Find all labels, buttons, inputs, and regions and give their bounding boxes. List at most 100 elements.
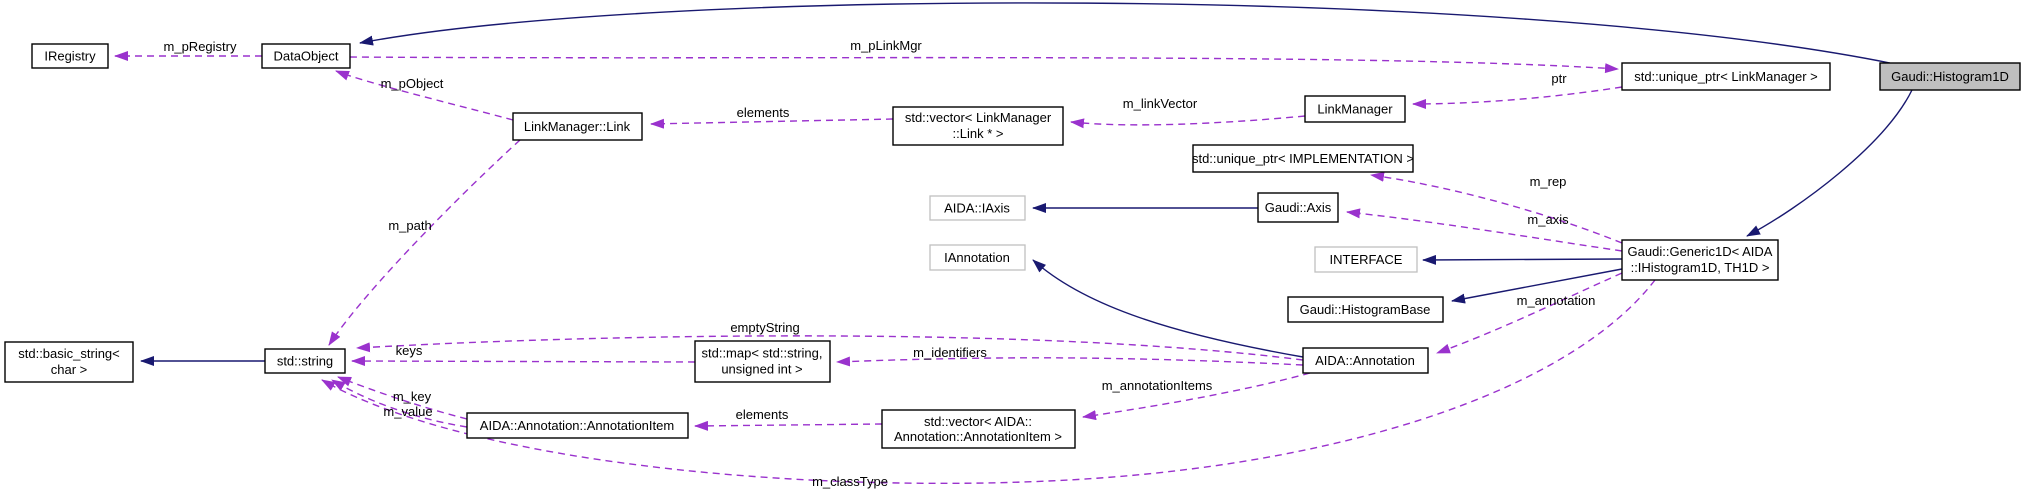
edge-use-m_annotation: [1436, 272, 1623, 354]
node-std-map-label2: unsigned int >: [721, 362, 802, 377]
node-dataobject-label: DataObject: [273, 49, 338, 64]
node-vector-link-label1: std::vector< LinkManager: [905, 110, 1052, 125]
node-unique-ptr-implementation[interactable]: std::unique_ptr< IMPLEMENTATION >: [1192, 144, 1414, 173]
node-gaudi-generic1d-box[interactable]: [1621, 239, 1779, 281]
edge-use-elements-link: [650, 118, 894, 129]
node-gaudi-generic1d-label1: Gaudi::Generic1D< AIDA: [1628, 244, 1773, 259]
node-aida-iaxis-box[interactable]: [929, 195, 1026, 221]
node-std-string[interactable]: std::string: [264, 348, 346, 374]
edge-label-emptyString: emptyString: [730, 320, 799, 335]
node-aida-annotation-label: AIDA::Annotation: [1315, 353, 1415, 368]
node-std-string-label: std::string: [277, 354, 333, 369]
node-annotation-item[interactable]: AIDA::Annotation::AnnotationItem: [466, 412, 689, 439]
node-annotation-item-label: AIDA::Annotation::AnnotationItem: [480, 418, 674, 433]
node-vector-annotation-item-label1: std::vector< AIDA::: [924, 414, 1032, 429]
node-iannotation[interactable]: IAnnotation: [929, 244, 1026, 271]
node-dataobject-box[interactable]: [261, 43, 351, 69]
node-iregistry[interactable]: IRegistry: [31, 43, 109, 69]
node-unique-ptr-linkmanager-label: std::unique_ptr< LinkManager >: [1634, 69, 1818, 84]
edge-use-elements-items: [694, 420, 883, 431]
node-unique-ptr-implementation-label: std::unique_ptr< IMPLEMENTATION >: [1192, 151, 1414, 166]
edge-label-m_value: m_value: [383, 404, 432, 419]
edge-label-ptr: ptr: [1551, 71, 1567, 86]
edge-label-m_pLinkMgr: m_pLinkMgr: [850, 38, 922, 53]
node-gaudi-histogram1d-label: Gaudi::Histogram1D: [1891, 69, 2009, 84]
node-gaudi-axis-box[interactable]: [1257, 192, 1339, 223]
node-interface-box[interactable]: [1314, 246, 1418, 273]
node-aida-annotation-box[interactable]: [1302, 347, 1429, 374]
node-vector-annotation-item-label2: Annotation::AnnotationItem >: [894, 429, 1062, 444]
edge-use-m_path: [328, 139, 521, 346]
edge-label-m_pObject: m_pObject: [381, 76, 444, 91]
edge-inherit-generic1d-histogrambase: [1451, 268, 1623, 304]
edge-use-m_identifiers: [836, 356, 1304, 367]
node-basic-string-box[interactable]: [4, 341, 134, 383]
node-unique-ptr-linkmanager-box[interactable]: [1621, 62, 1831, 91]
node-interface-label: INTERFACE: [1330, 252, 1403, 267]
node-iannotation-label: IAnnotation: [944, 250, 1010, 265]
node-vector-link-label2: ::Link * >: [953, 126, 1004, 141]
node-unique-ptr-implementation-box[interactable]: [1192, 144, 1414, 173]
edge-inherit-histogram1d-dataobject: [359, 2, 1891, 64]
edge-label-m_key: m_key: [393, 389, 432, 404]
node-unique-ptr-linkmanager[interactable]: std::unique_ptr< LinkManager >: [1621, 62, 1831, 91]
edge-label-m_annotation: m_annotation: [1517, 293, 1596, 308]
node-std-map-label1: std::map< std::string,: [701, 346, 822, 361]
edge-use-emptyString: [356, 335, 1304, 361]
edge-use-m_rep: [1370, 171, 1623, 244]
node-std-string-box[interactable]: [264, 348, 346, 374]
node-gaudi-generic1d-label2: ::IHistogram1D, TH1D >: [1631, 260, 1770, 275]
edge-label-m_rep: m_rep: [1530, 174, 1567, 189]
node-aida-iaxis[interactable]: AIDA::IAxis: [929, 195, 1026, 221]
node-vector-link-box[interactable]: [892, 106, 1064, 146]
edge-use-ptr: [1412, 86, 1623, 109]
edge-label-m_linkVector: m_linkVector: [1123, 96, 1198, 111]
node-linkmanager-label: LinkManager: [1317, 102, 1393, 117]
node-vector-annotation-item-box[interactable]: [881, 409, 1076, 449]
edge-use-m_pLinkMgr: [349, 56, 1619, 74]
edge-use-keys: [351, 356, 696, 367]
edge-label-keys: keys: [396, 343, 423, 358]
edge-label-m_path: m_path: [388, 218, 431, 233]
node-std-map-box[interactable]: [694, 340, 831, 383]
node-vector-link[interactable]: std::vector< LinkManager ::Link * >: [892, 106, 1064, 146]
node-iregistry-label: IRegistry: [44, 49, 96, 64]
node-aida-iaxis-label: AIDA::IAxis: [944, 201, 1010, 216]
edge-inherit-annotation-iannotation: [1032, 259, 1304, 358]
node-gaudi-axis[interactable]: Gaudi::Axis: [1257, 192, 1339, 223]
node-iregistry-box[interactable]: [31, 43, 109, 69]
node-gaudi-axis-label: Gaudi::Axis: [1265, 200, 1332, 215]
edge-use-m_axis: [1346, 208, 1623, 252]
edge-label-m_classType: m_classType: [812, 474, 888, 489]
node-gaudi-histogram1d-box[interactable]: [1879, 62, 2021, 91]
node-linkmanager[interactable]: LinkManager: [1304, 95, 1406, 123]
node-std-map[interactable]: std::map< std::string, unsigned int >: [694, 340, 831, 383]
node-aida-annotation[interactable]: AIDA::Annotation: [1302, 347, 1429, 374]
edge-use-m_annotationItems: [1082, 372, 1311, 421]
node-vector-annotation-item[interactable]: std::vector< AIDA:: Annotation::Annotati…: [881, 409, 1076, 449]
node-annotation-item-box[interactable]: [466, 412, 689, 439]
node-gaudi-histogrambase-box[interactable]: [1287, 296, 1444, 323]
node-interface[interactable]: INTERFACE: [1314, 246, 1418, 273]
node-dataobject[interactable]: DataObject: [261, 43, 351, 69]
edge-label-m_axis: m_axis: [1527, 212, 1569, 227]
edge-label-m_pRegistry: m_pRegistry: [164, 39, 237, 54]
edge-label-m_annotationItems: m_annotationItems: [1102, 378, 1213, 393]
node-gaudi-generic1d[interactable]: Gaudi::Generic1D< AIDA ::IHistogram1D, T…: [1621, 239, 1779, 281]
edge-inherit-generic1d-interface: [1422, 254, 1623, 265]
node-basic-string-label2: char >: [51, 362, 88, 377]
edge-label-m_identifiers: m_identifiers: [913, 345, 987, 360]
node-linkmanager-link-box[interactable]: [512, 112, 643, 141]
node-gaudi-histogrambase-label: Gaudi::HistogramBase: [1300, 302, 1431, 317]
node-basic-string[interactable]: std::basic_string< char >: [4, 341, 134, 383]
node-gaudi-histogrambase[interactable]: Gaudi::HistogramBase: [1287, 296, 1444, 323]
edge-use-m_pObject: [335, 70, 514, 121]
node-linkmanager-link-label: LinkManager::Link: [524, 119, 631, 134]
node-iannotation-box[interactable]: [929, 244, 1026, 271]
edge-use-m_key: [337, 376, 468, 420]
node-linkmanager-link[interactable]: LinkManager::Link: [512, 112, 643, 141]
node-gaudi-histogram1d[interactable]: Gaudi::Histogram1D: [1879, 62, 2021, 91]
node-linkmanager-box[interactable]: [1304, 95, 1406, 123]
